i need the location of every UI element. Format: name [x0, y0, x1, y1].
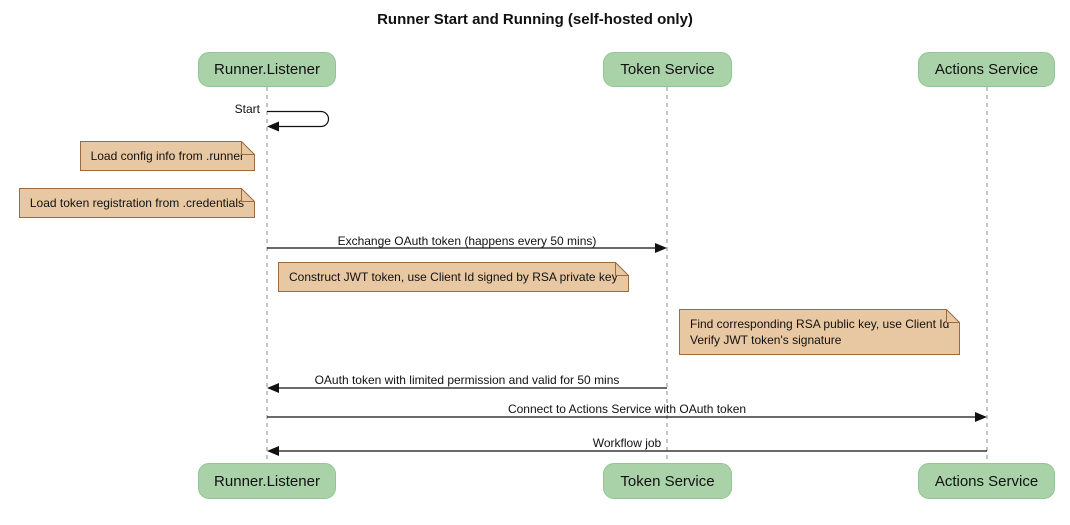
message-label-connect: Connect to Actions Service with OAuth to… [507, 402, 747, 416]
message-label-workflow-job: Workflow job [592, 436, 662, 450]
note-construct-jwt: Construct JWT token, use Client Id signe… [278, 262, 629, 292]
participant-actions-service-bottom: Actions Service [918, 463, 1055, 499]
message-arrowhead-left-icon [267, 383, 279, 393]
note-text-line2: Verify JWT token's signature [690, 333, 842, 347]
message-arrowhead-right-icon [975, 412, 987, 422]
participant-runner-listener-top: Runner.Listener [198, 52, 336, 87]
note-fold-icon [241, 141, 255, 155]
participant-token-service-bottom: Token Service [603, 463, 732, 499]
self-message-arrowhead-icon [267, 121, 279, 132]
message-arrowhead-right-icon [655, 243, 667, 253]
note-load-token-registration: Load token registration from .credential… [18, 188, 255, 218]
self-message-loop [267, 110, 330, 128]
note-fold-icon [614, 262, 629, 276]
note-fold-icon [946, 309, 961, 323]
message-label-exchange-oauth: Exchange OAuth token (happens every 50 m… [337, 234, 597, 248]
participant-token-service-top: Token Service [603, 52, 732, 87]
participant-actions-service-top: Actions Service [918, 52, 1055, 87]
note-load-config: Load config info from .runner [79, 141, 255, 171]
message-label-oauth-return: OAuth token with limited permission and … [314, 373, 620, 387]
note-fold-icon [241, 188, 255, 202]
note-text: Construct JWT token, use Client Id signe… [289, 270, 618, 284]
note-verify-jwt: Find corresponding RSA public key, use C… [679, 309, 961, 355]
message-label-start: Start [234, 102, 260, 116]
message-arrowhead-left-icon [267, 446, 279, 456]
diagram-title: Runner Start and Running (self-hosted on… [377, 11, 693, 28]
participant-runner-listener-bottom: Runner.Listener [198, 463, 336, 499]
note-text: Load config info from .runner [90, 149, 244, 163]
note-text: Load token registration from .credential… [29, 196, 244, 210]
note-text-line1: Find corresponding RSA public key, use C… [690, 317, 950, 331]
